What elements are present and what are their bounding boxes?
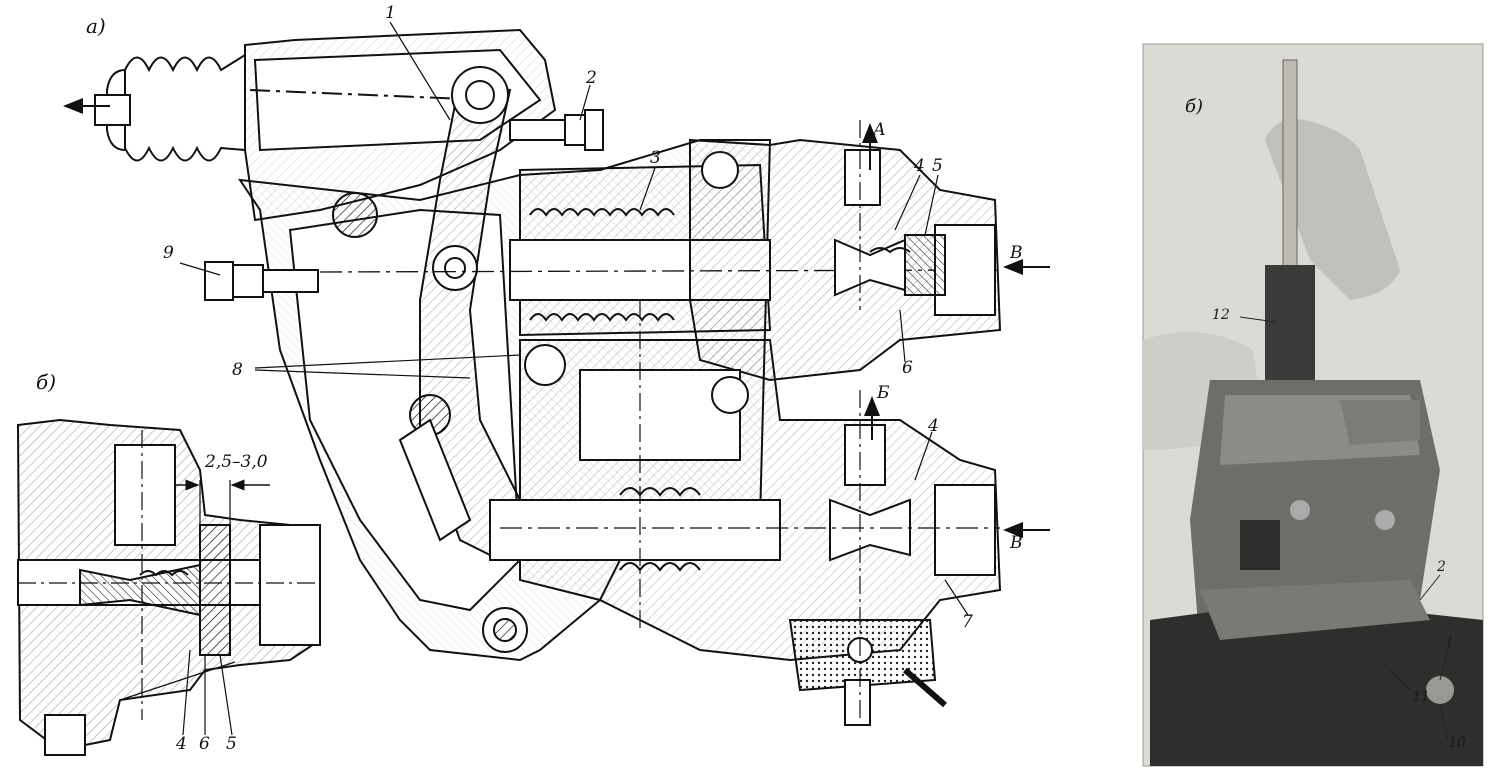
leader-lines xyxy=(179,21,969,616)
photo-tag: б) xyxy=(1185,96,1204,117)
stop-screw-2 xyxy=(509,109,604,151)
callout-4-upper: 4 xyxy=(914,156,925,176)
bellows-boot xyxy=(94,53,246,162)
flow-label-b-upper: В xyxy=(1010,243,1023,263)
flow-arrows xyxy=(63,98,1050,538)
photo-panel xyxy=(1142,43,1484,767)
callout-6-upper: 6 xyxy=(902,358,913,378)
callout-1: 1 xyxy=(385,3,396,23)
adjusting-screw-9 xyxy=(204,261,319,301)
panel-a-section xyxy=(94,28,1002,726)
upper-valve-block xyxy=(689,138,1002,382)
callout-9: 9 xyxy=(163,243,174,263)
panel-b-section xyxy=(16,418,322,756)
flow-label-b-lower: В xyxy=(1010,533,1023,553)
callout-7: 7 xyxy=(962,612,973,632)
callout-b-4: 4 xyxy=(176,734,187,754)
flow-label-a: А xyxy=(873,120,886,140)
callout-4-lower: 4 xyxy=(928,416,939,436)
callout-3: 3 xyxy=(650,148,661,168)
photo-callout-11: 11 xyxy=(1412,689,1430,705)
photo-callout-12: 12 xyxy=(1212,307,1230,323)
flow-label-b-mid: Б xyxy=(877,383,890,403)
panel-b-tag: б) xyxy=(36,370,57,394)
lower-valve-block xyxy=(489,339,1002,726)
photo-callout-10: 10 xyxy=(1448,735,1466,751)
callout-2: 2 xyxy=(586,68,597,88)
callout-8: 8 xyxy=(232,360,243,380)
photo-callout-2: 2 xyxy=(1437,559,1446,575)
callout-5-upper: 5 xyxy=(932,156,943,176)
dimension-label: 2,5–3,0 xyxy=(205,452,268,472)
callout-b-5: 5 xyxy=(226,734,237,754)
panel-a-tag: a) xyxy=(86,14,106,38)
photo-callout-1: 1 xyxy=(1445,635,1454,651)
callout-b-6: 6 xyxy=(199,734,210,754)
